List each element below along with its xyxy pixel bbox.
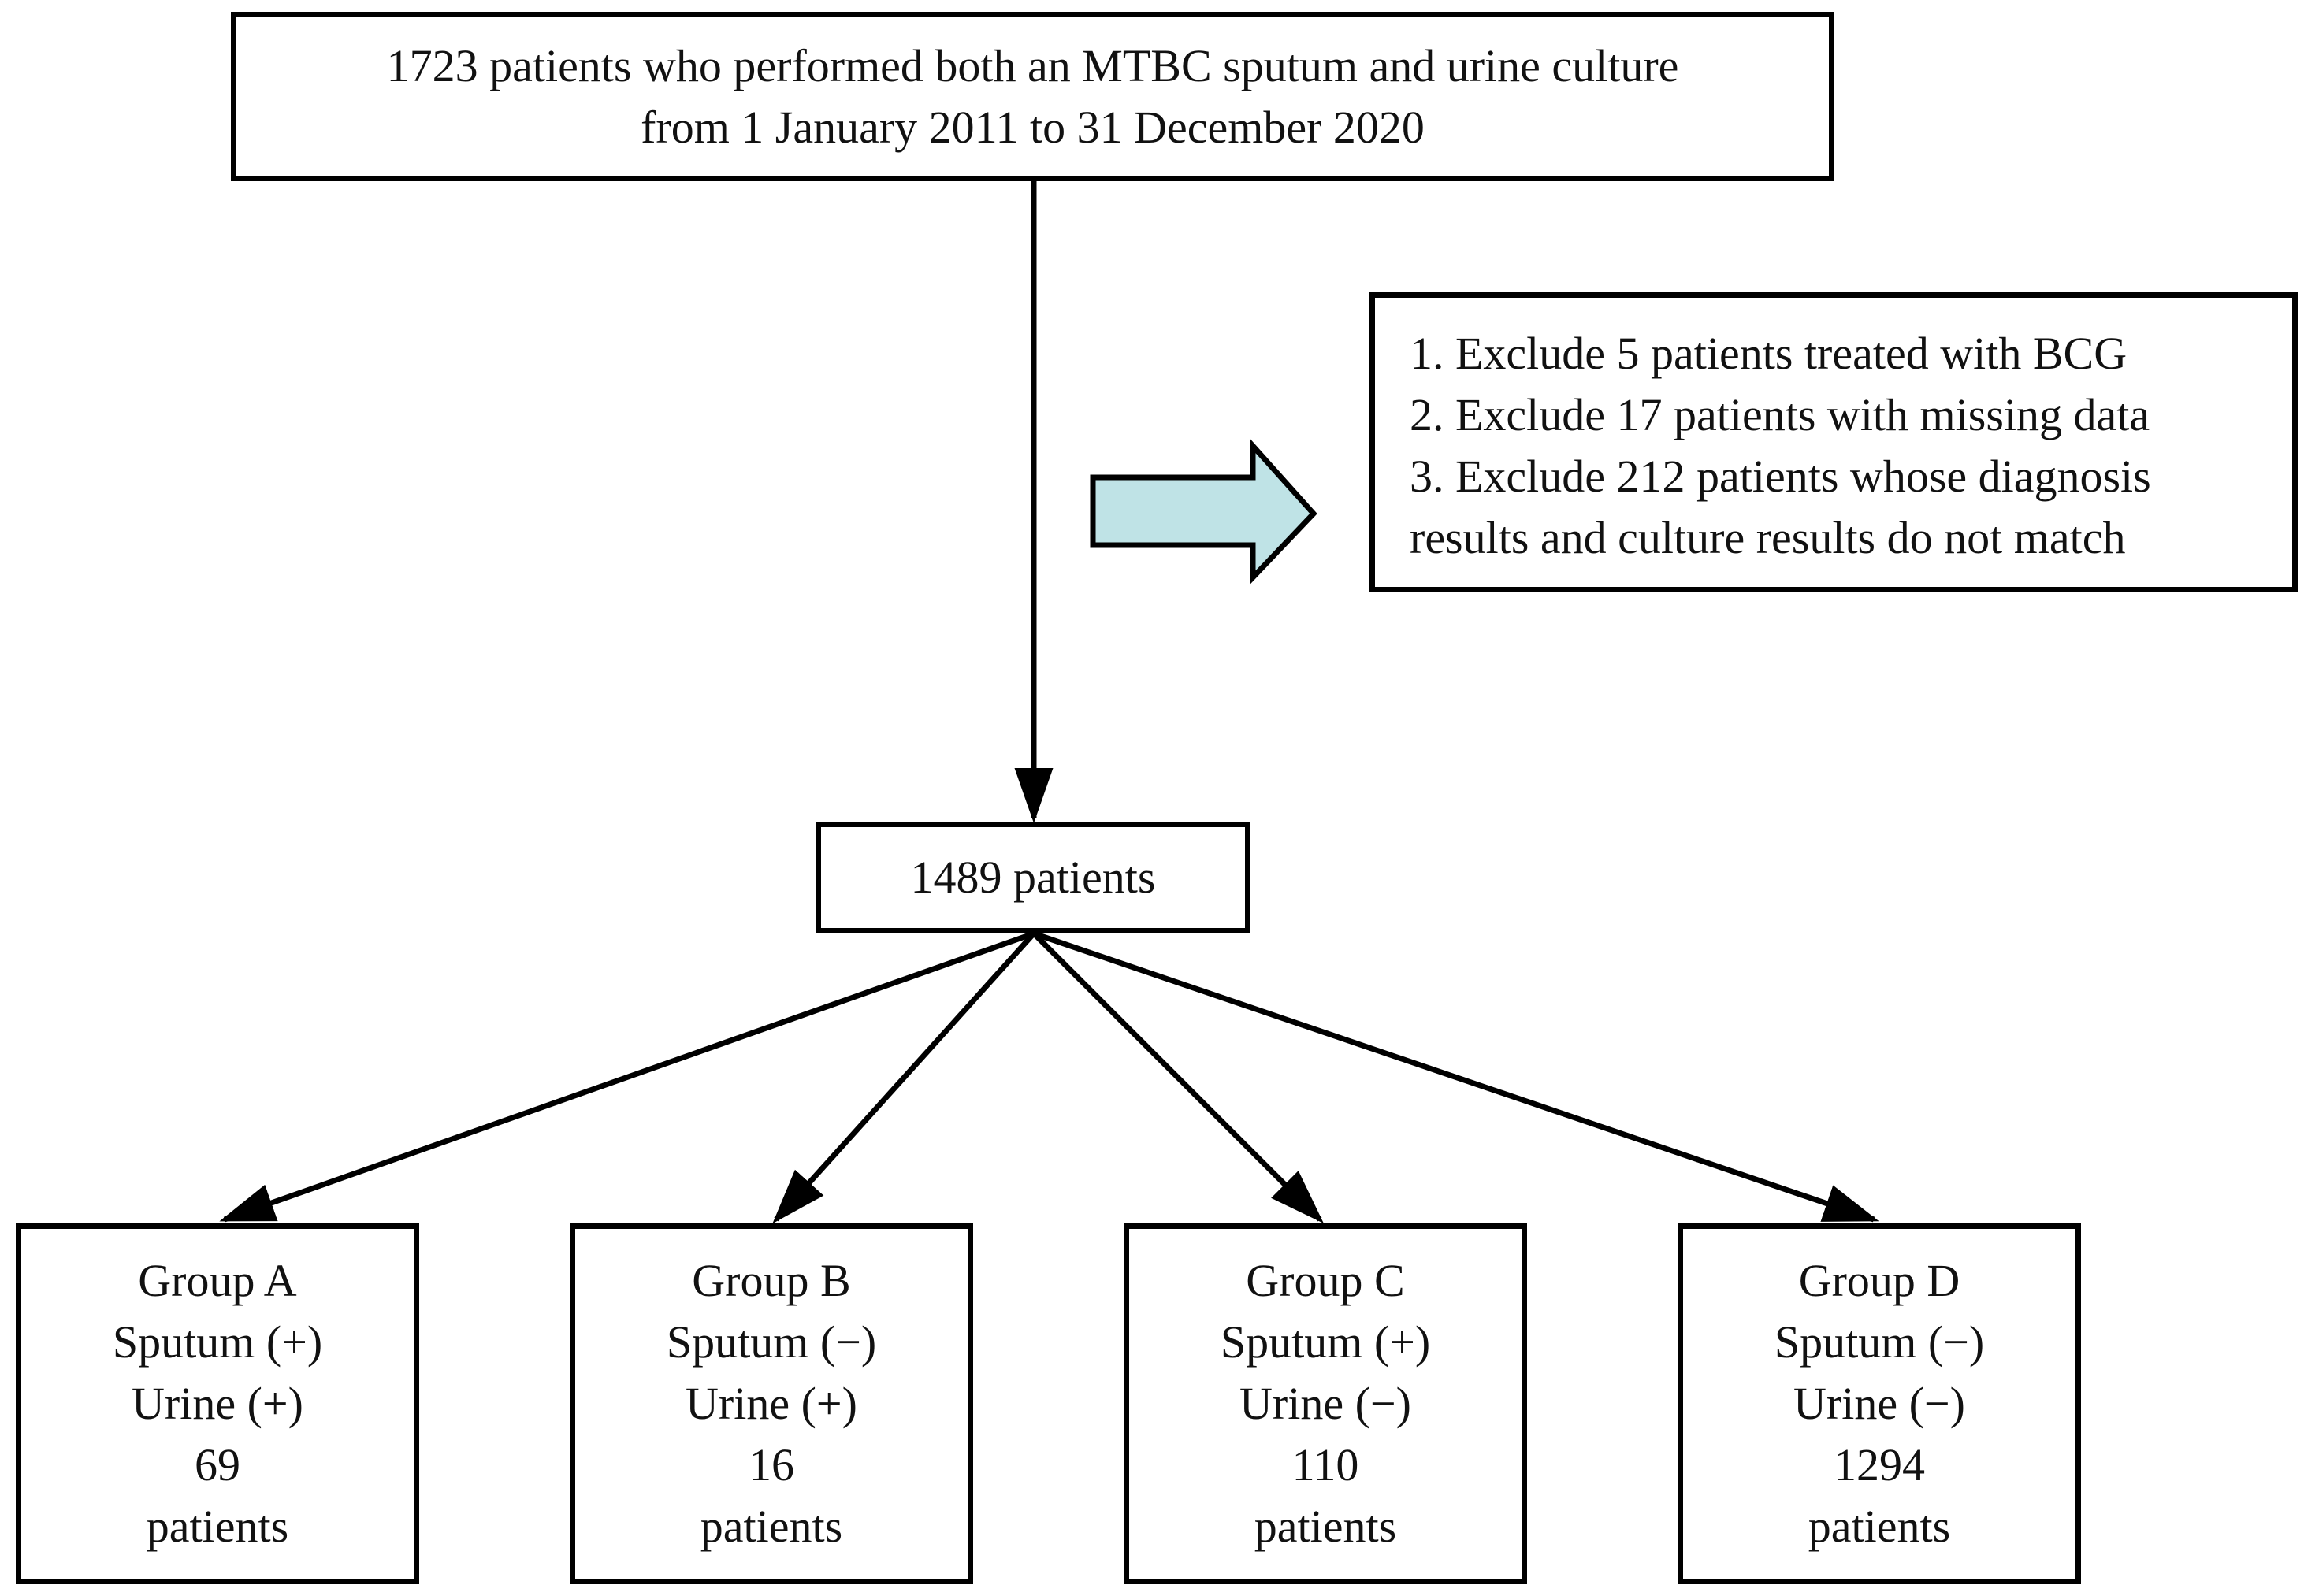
arrow-to-group-d [1032, 930, 1879, 1223]
group-name: Group C [1246, 1255, 1405, 1306]
group-count: 69 [195, 1439, 240, 1490]
arrow-to-group-c [1031, 931, 1324, 1223]
top-box-initial-cohort: 1723 patients who performed both an MTBC… [231, 12, 1834, 181]
group-unit: patients [1254, 1501, 1397, 1552]
arrow-to-group-b [772, 931, 1036, 1224]
group-d-box: Group D Sputum (−) Urine (−) 1294 patien… [1678, 1223, 2081, 1584]
group-count: 110 [1291, 1439, 1359, 1490]
group-urine: Urine (+) [686, 1378, 857, 1429]
exclusion-item-1: 1. Exclude 5 patients treated with BCG [1410, 328, 2127, 379]
group-name: Group D [1798, 1255, 1960, 1306]
arrow-to-group-a [219, 930, 1035, 1223]
middle-box-label: 1489 patients [910, 852, 1156, 903]
middle-box-included-cohort: 1489 patients [816, 822, 1250, 933]
group-urine: Urine (−) [1239, 1378, 1411, 1429]
group-a-box: Group A Sputum (+) Urine (+) 69 patients [16, 1223, 419, 1584]
exclusion-item-3-continued: results and culture results do not match [1410, 512, 2126, 563]
group-count: 16 [749, 1439, 794, 1490]
group-urine: Urine (−) [1793, 1378, 1965, 1429]
group-sputum: Sputum (−) [1774, 1316, 1985, 1368]
group-unit: patients [700, 1501, 843, 1552]
group-unit: patients [1808, 1501, 1951, 1552]
exclusion-item-3: 3. Exclude 212 patients whose diagnosis [1410, 451, 2151, 502]
group-urine: Urine (+) [132, 1378, 303, 1429]
group-name: Group A [138, 1255, 297, 1306]
top-box-line-2: from 1 January 2011 to 31 December 2020 [641, 101, 1425, 153]
exclusion-arrow-icon [1090, 438, 1317, 585]
exclusion-box: 1. Exclude 5 patients treated with BCG 2… [1369, 292, 2298, 592]
group-c-box: Group C Sputum (+) Urine (−) 110 patient… [1124, 1223, 1527, 1584]
top-box-line-1: 1723 patients who performed both an MTBC… [386, 39, 1679, 91]
group-count: 1294 [1834, 1439, 1925, 1490]
group-unit: patients [146, 1501, 289, 1552]
group-name: Group B [692, 1255, 851, 1306]
group-sputum: Sputum (+) [1220, 1316, 1431, 1368]
group-b-box: Group B Sputum (−) Urine (+) 16 patients [570, 1223, 973, 1584]
group-sputum: Sputum (−) [666, 1316, 877, 1368]
exclusion-item-2: 2. Exclude 17 patients with missing data [1410, 389, 2150, 440]
group-sputum: Sputum (+) [112, 1316, 323, 1368]
